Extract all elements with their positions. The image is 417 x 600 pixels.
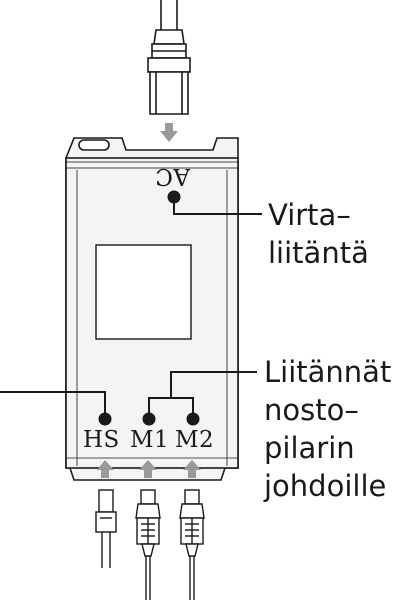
- pillar-callout-line-2: nosto–: [264, 393, 359, 427]
- power-plug-icon: [147, 0, 191, 115]
- m2-port-label: M2: [175, 427, 215, 453]
- m1-port-dot: [142, 412, 156, 426]
- pillar-connections-callout: Liitännät nosto– pilarin johdoille: [264, 353, 391, 505]
- pillar-callout-line-3: pilarin: [264, 431, 355, 465]
- hs-port-label: HS: [83, 427, 120, 453]
- power-callout-line-2: liitäntä: [268, 236, 369, 270]
- hs-port-dot: [98, 412, 112, 426]
- pillar-callout-line-1: Liitännät: [264, 355, 392, 389]
- hs-connector-icon: [95, 489, 117, 568]
- m1-connector-icon: [135, 489, 161, 600]
- pillar-callout-line-4: johdoille: [264, 469, 387, 503]
- m2-connector-icon: [179, 489, 205, 600]
- power-connection-callout: Virta– liitäntä: [268, 196, 369, 272]
- ac-port-dot: [167, 190, 181, 204]
- m2-port-dot: [186, 412, 200, 426]
- power-callout-line-1: Virta–: [268, 198, 351, 232]
- ac-port-label: AC: [154, 163, 190, 189]
- hs-port-callout-line: [0, 391, 106, 418]
- arrow-up-icon: [97, 460, 201, 478]
- motor-ports-callout-line: [148, 371, 257, 418]
- arrow-down-icon: [160, 123, 178, 142]
- m1-port-label: M1: [130, 427, 170, 453]
